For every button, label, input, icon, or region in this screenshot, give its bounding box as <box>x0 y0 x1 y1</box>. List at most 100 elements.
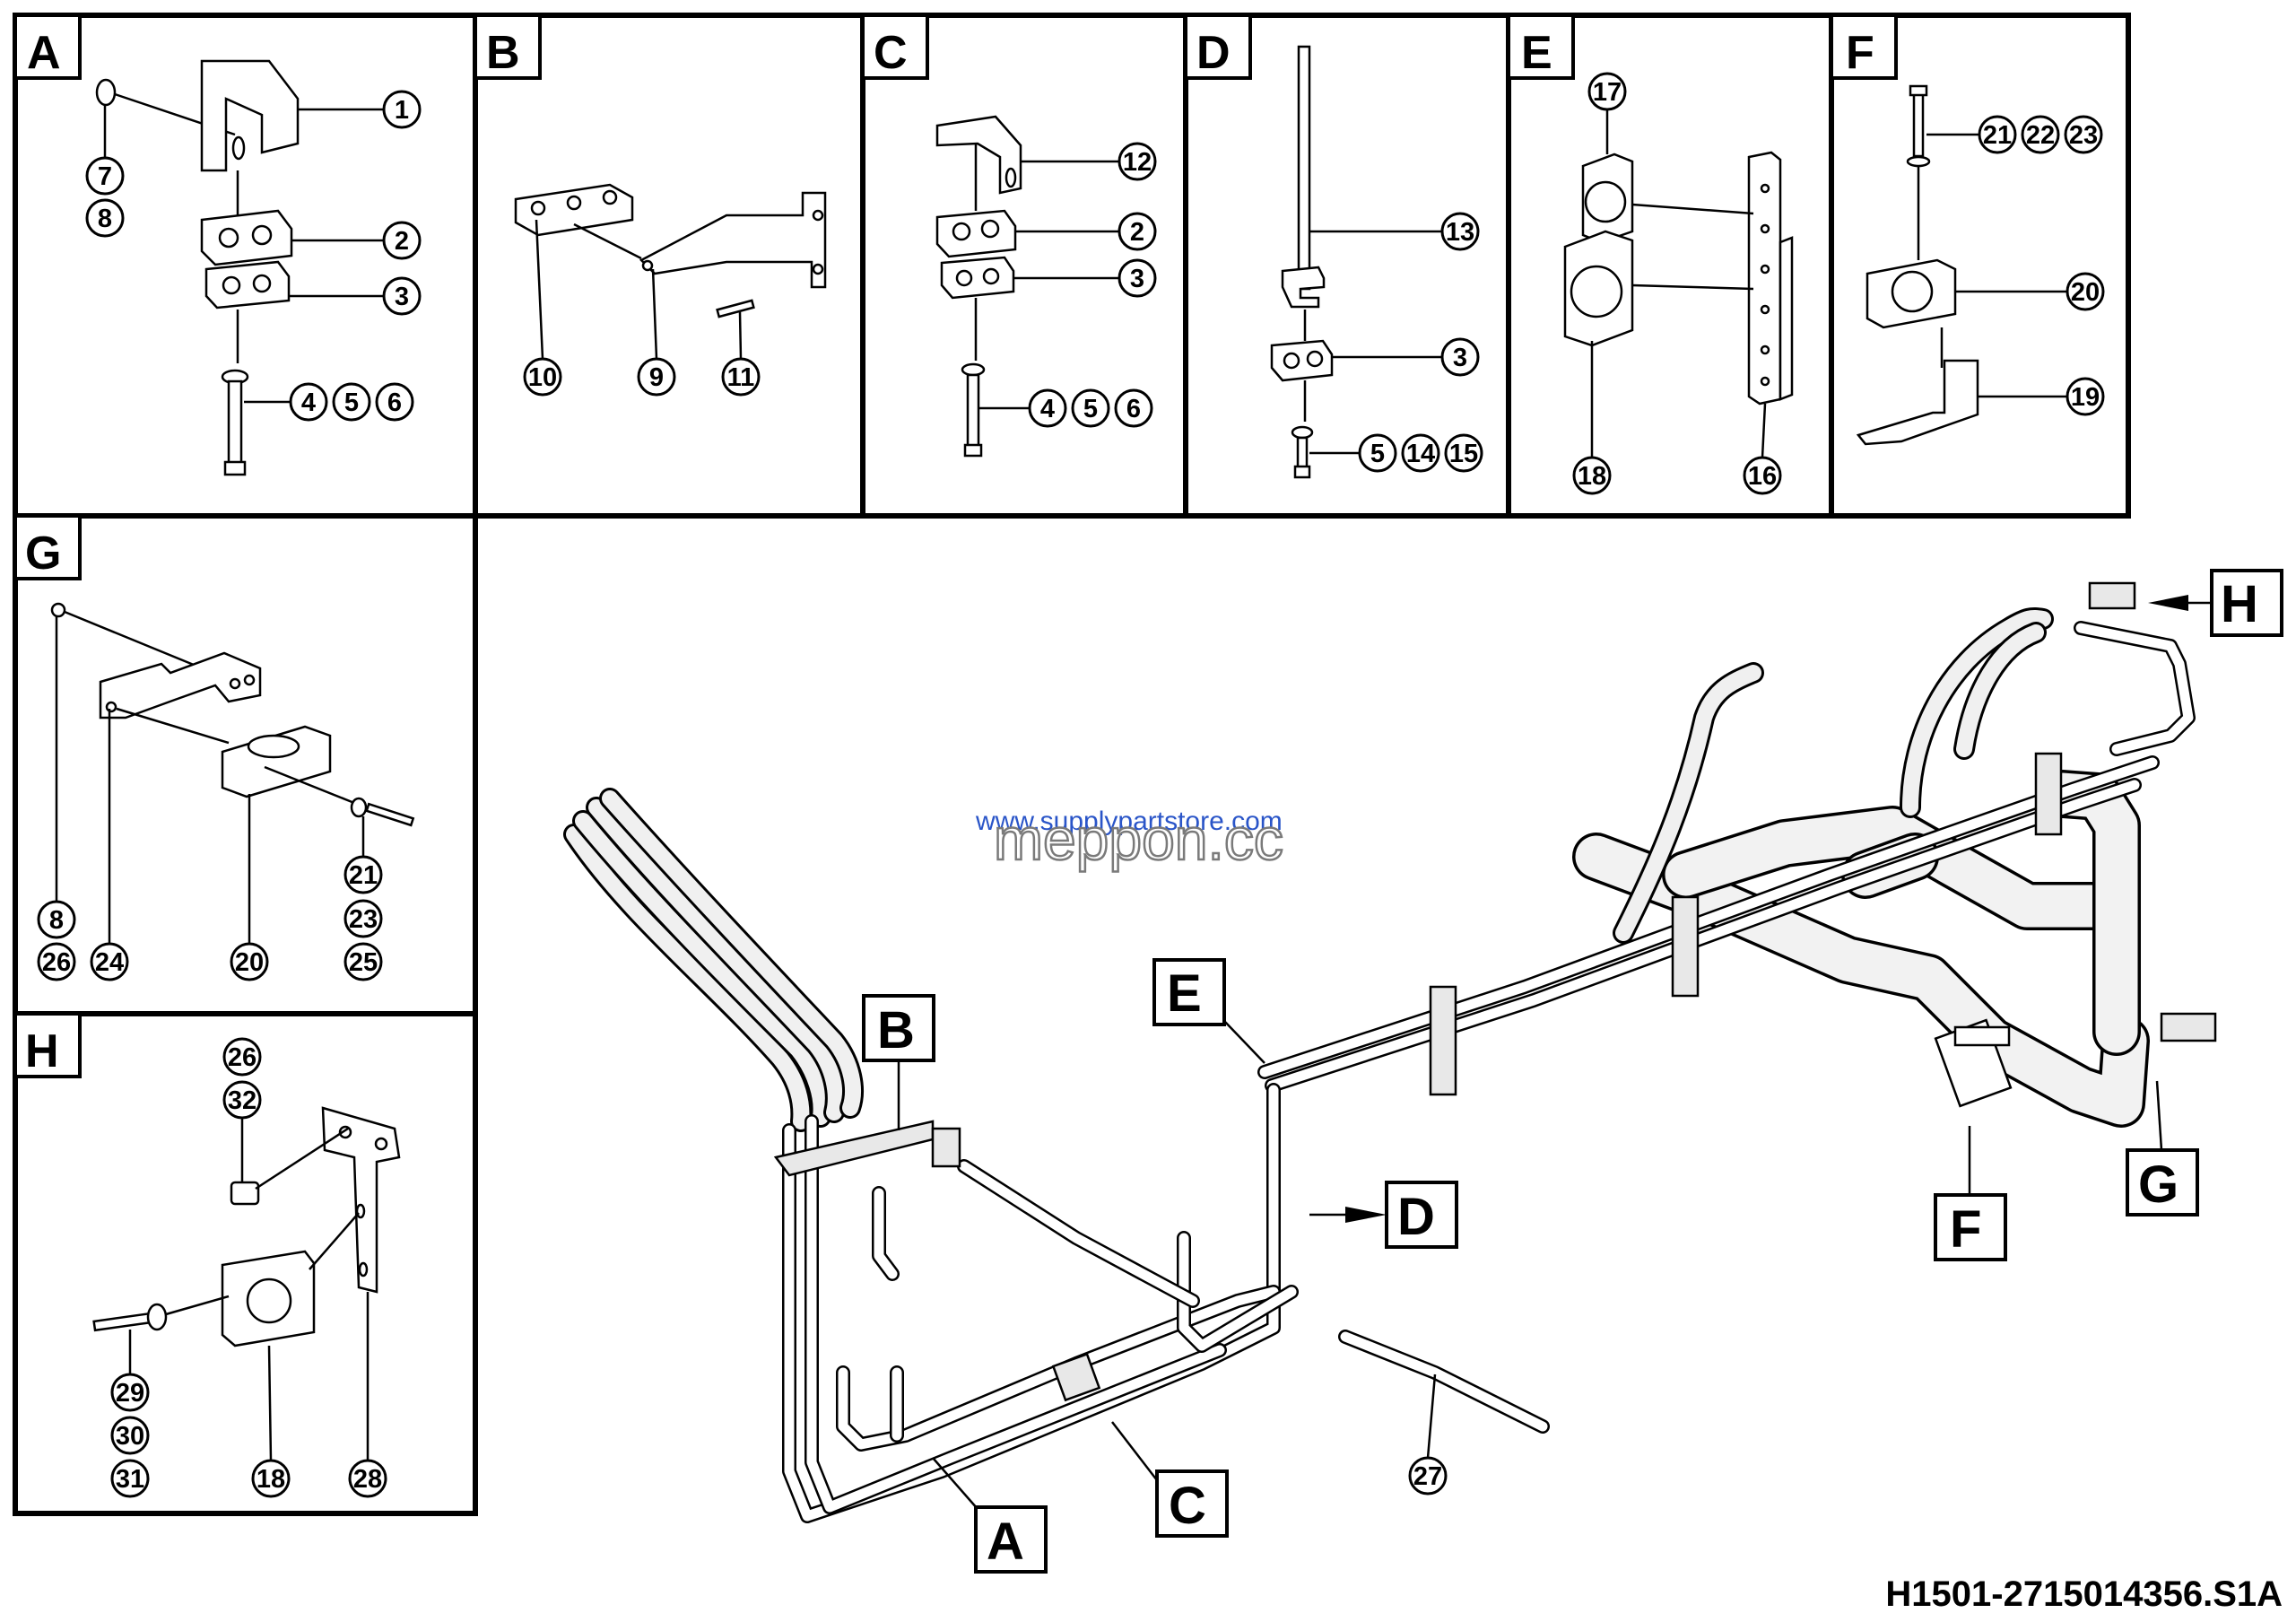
svg-text:25: 25 <box>349 948 378 977</box>
panel-tab-c: C <box>861 13 929 80</box>
location-label-g: G <box>2126 1080 2199 1216</box>
svg-text:5: 5 <box>344 388 359 417</box>
main-callout-27: 27 <box>1408 1373 1448 1496</box>
panel-d-callouts: 13 3 5 14 15 <box>1309 212 1483 473</box>
svg-text:26: 26 <box>42 948 71 977</box>
svg-text:D: D <box>1397 1188 1435 1246</box>
panel-f-parts <box>1856 84 1979 446</box>
main-assembly-view <box>563 581 2217 1523</box>
svg-text:22: 22 <box>2026 121 2055 150</box>
panel-tab-d: D <box>1184 13 1252 80</box>
svg-text:9: 9 <box>649 363 664 392</box>
svg-text:C: C <box>1169 1477 1206 1535</box>
svg-text:G: G <box>2138 1155 2179 1214</box>
panel-e-callouts: 17 18 16 <box>1572 72 1782 495</box>
svg-text:30: 30 <box>116 1422 144 1451</box>
svg-text:3: 3 <box>1130 265 1144 293</box>
svg-text:31: 31 <box>116 1465 144 1494</box>
svg-text:3: 3 <box>1453 344 1467 372</box>
svg-text:2: 2 <box>395 227 409 256</box>
panel-b-callouts: 9 10 11 <box>523 219 761 397</box>
location-label-e: E <box>1152 958 1265 1064</box>
svg-text:3: 3 <box>395 283 409 311</box>
watermark-url: www.supplypartstore.com <box>975 807 1283 836</box>
svg-text:C: C <box>874 27 908 79</box>
location-label-b: B <box>862 994 935 1130</box>
svg-text:E: E <box>1521 27 1552 79</box>
panel-tab-g: G <box>13 514 82 580</box>
panel-a-callouts: 1 2 3 4 5 6 7 8 <box>85 90 422 422</box>
svg-text:16: 16 <box>1748 462 1777 491</box>
location-label-h: H <box>2148 569 2283 637</box>
svg-text:32: 32 <box>228 1086 257 1115</box>
svg-text:A: A <box>987 1513 1024 1571</box>
panel-c-parts <box>935 115 1022 458</box>
svg-text:20: 20 <box>2071 278 2100 307</box>
drawing-code: H1501-2715014356.S1A <box>1885 1574 2283 1614</box>
svg-text:19: 19 <box>2071 383 2100 412</box>
svg-text:20: 20 <box>235 948 264 977</box>
svg-text:26: 26 <box>228 1043 257 1072</box>
svg-text:B: B <box>877 1001 915 1060</box>
location-label-a: A <box>932 1457 1048 1574</box>
svg-text:H: H <box>25 1025 59 1077</box>
svg-text:12: 12 <box>1123 148 1152 177</box>
svg-text:A: A <box>27 27 61 79</box>
svg-text:21: 21 <box>349 861 378 890</box>
panel-tab-e: E <box>1507 13 1575 80</box>
svg-text:1: 1 <box>395 96 409 125</box>
panel-b-parts <box>514 183 827 318</box>
panel-tab-b: B <box>474 13 542 80</box>
panel-g-parts <box>50 602 415 827</box>
panel-h-parts <box>92 1106 401 1347</box>
svg-text:18: 18 <box>1578 462 1606 491</box>
svg-text:27: 27 <box>1413 1462 1442 1491</box>
panel-tab-f: F <box>1830 13 1898 80</box>
location-label-f: F <box>1934 1126 2007 1261</box>
svg-text:F: F <box>1950 1200 1981 1259</box>
panel-d-parts <box>1270 45 1334 479</box>
svg-text:23: 23 <box>2069 121 2098 150</box>
svg-text:28: 28 <box>353 1465 382 1494</box>
svg-text:2: 2 <box>1130 218 1144 247</box>
svg-text:7: 7 <box>98 162 112 191</box>
svg-text:18: 18 <box>257 1465 285 1494</box>
panel-h-callouts: 26 32 29 30 31 18 28 <box>110 1037 387 1498</box>
svg-text:5: 5 <box>1083 395 1098 423</box>
svg-text:11: 11 <box>727 363 755 392</box>
svg-text:4: 4 <box>1040 395 1055 423</box>
svg-text:E: E <box>1167 964 1202 1023</box>
svg-text:23: 23 <box>349 905 378 934</box>
svg-text:H: H <box>2221 575 2258 633</box>
svg-text:29: 29 <box>116 1379 144 1408</box>
panel-c-callouts: 12 2 3 4 5 6 <box>979 142 1157 428</box>
svg-text:14: 14 <box>1406 440 1435 468</box>
panel-a-parts <box>95 59 300 476</box>
svg-text:6: 6 <box>387 388 402 417</box>
svg-text:F: F <box>1846 27 1874 79</box>
location-label-c: C <box>1111 1421 1229 1538</box>
svg-text:21: 21 <box>1983 121 2012 150</box>
panel-e-parts <box>1563 151 1794 406</box>
svg-text:10: 10 <box>528 363 557 392</box>
svg-text:G: G <box>25 528 61 580</box>
panel-g-callouts: 8 26 24 20 21 23 25 <box>37 615 383 981</box>
svg-text:4: 4 <box>301 388 316 417</box>
panel-f-callouts: 21 22 23 20 19 <box>1926 115 2105 416</box>
svg-text:D: D <box>1196 27 1231 79</box>
location-label-d: D <box>1309 1181 1458 1249</box>
svg-text:13: 13 <box>1446 218 1474 247</box>
watermark-brand: meppon.cc <box>994 806 1283 872</box>
svg-text:8: 8 <box>98 205 112 233</box>
svg-text:B: B <box>486 27 520 79</box>
svg-text:6: 6 <box>1126 395 1141 423</box>
svg-text:8: 8 <box>49 906 64 935</box>
svg-text:5: 5 <box>1370 440 1385 468</box>
panel-tab-a: A <box>13 13 82 80</box>
svg-text:24: 24 <box>95 948 124 977</box>
svg-text:17: 17 <box>1593 78 1622 107</box>
svg-text:15: 15 <box>1449 440 1478 468</box>
panel-frames <box>13 13 2131 1516</box>
